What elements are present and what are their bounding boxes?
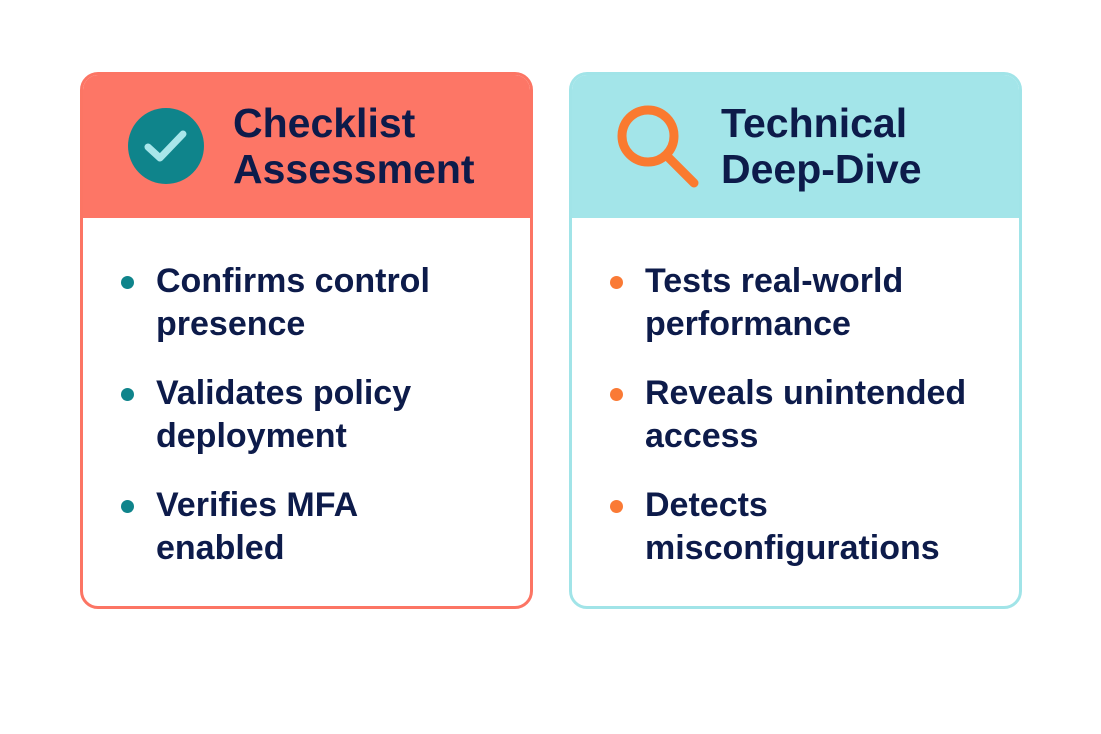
checklist-assessment-card: Checklist Assessment Confirms control pr… <box>80 72 533 609</box>
check-circle-icon <box>128 108 204 184</box>
list-item-text: Validates policy deployment <box>156 374 412 455</box>
card-header: Technical Deep-Dive <box>572 75 1019 218</box>
list-item-text: Detects misconfigurations <box>645 486 940 567</box>
list-item-text: Tests real-world performance <box>645 262 904 343</box>
title-line-1: Checklist <box>233 100 416 146</box>
bullet-dot-icon <box>121 388 134 401</box>
technical-deep-dive-card: Technical Deep-Dive Tests real-world per… <box>569 72 1022 609</box>
card-header: Checklist Assessment <box>83 75 530 218</box>
list-item: Validates policy deployment <box>83 372 486 458</box>
list-item-text: Reveals unintended access <box>645 374 967 455</box>
bullet-dot-icon <box>610 500 623 513</box>
feature-list: Confirms control presence Validates poli… <box>83 260 530 596</box>
list-item-text: Confirms control presence <box>156 262 430 343</box>
magnifier-icon <box>617 105 699 188</box>
list-item: Detects misconfigurations <box>572 484 1005 570</box>
list-item: Tests real-world performance <box>572 260 1005 346</box>
list-item: Reveals unintended access <box>572 372 1005 458</box>
bullet-dot-icon <box>121 276 134 289</box>
card-title: Technical Deep-Dive <box>721 100 922 192</box>
list-item: Confirms control presence <box>83 260 486 346</box>
list-item: Verifies MFA enabled <box>83 484 486 570</box>
bullet-dot-icon <box>121 500 134 513</box>
list-item-text: Verifies MFA enabled <box>156 486 357 567</box>
title-line-1: Technical <box>721 100 908 146</box>
bullet-dot-icon <box>610 388 623 401</box>
card-title: Checklist Assessment <box>233 100 475 192</box>
title-line-2: Assessment <box>233 146 475 192</box>
bullet-dot-icon <box>610 276 623 289</box>
title-line-2: Deep-Dive <box>721 146 922 192</box>
feature-list: Tests real-world performance Reveals uni… <box>572 260 1019 596</box>
